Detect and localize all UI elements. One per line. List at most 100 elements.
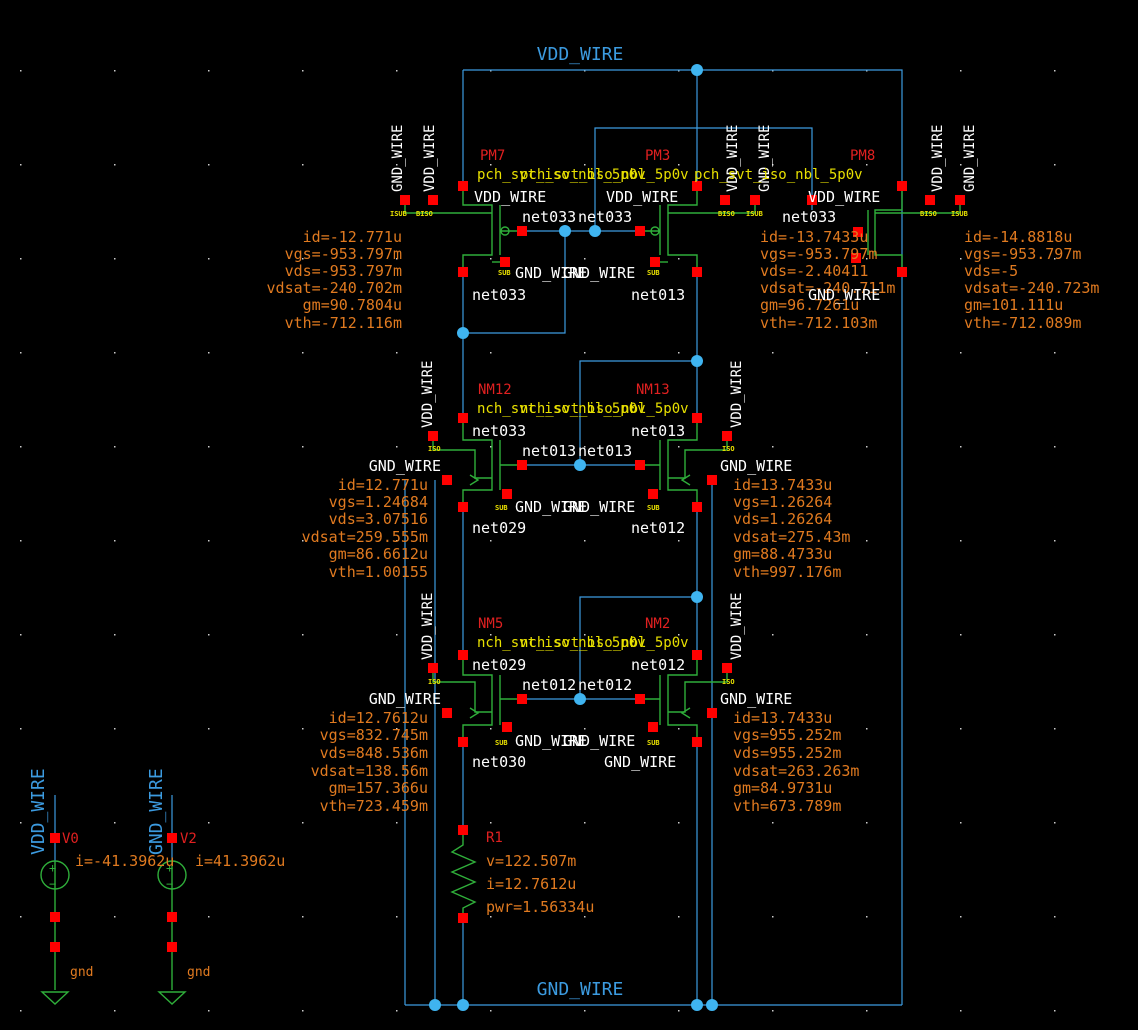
pm8-biso-tag: BISO [920, 210, 937, 218]
pin-square [955, 195, 965, 205]
pm8-op-values: id=-14.8818u vgs=-953.797m vds=-5 vdsat=… [964, 228, 1099, 332]
grid-dot [208, 70, 210, 72]
device-symbols: + − + − [40, 188, 961, 1005]
pin-square [458, 913, 468, 923]
r1-op-i: i=12.7612u [486, 875, 576, 893]
grid-dot [396, 1010, 398, 1012]
nm13-bulk-label: GND_WIRE [720, 457, 792, 475]
grid-dot [866, 916, 868, 918]
pm3-op-vth: vth=-712.103m [760, 314, 877, 332]
source-v2[interactable]: GND_WIRE V2 i=41.3962u gnd [146, 768, 285, 980]
pm3-op-id: id=-13.7433u [760, 228, 868, 246]
grid-dot [1054, 352, 1056, 354]
nm12-gate-net: net013 [522, 442, 576, 460]
grid-dot [866, 728, 868, 730]
nm13-op-gm: gm=88.4733u [733, 545, 832, 563]
pin-square [517, 694, 527, 704]
pin-square [692, 181, 702, 191]
grid-dot [960, 916, 962, 918]
pm8-sub-label: GND_WIRE [808, 286, 880, 304]
pm7-op-vgs: vgs=-953.797m [285, 245, 402, 263]
nm5-gate-net: net012 [522, 676, 576, 694]
grid-dot [490, 916, 492, 918]
grid-dot [302, 822, 304, 824]
grid-dot [678, 70, 680, 72]
pm8-op-vdsat: vdsat=-240.723m [964, 279, 1099, 297]
grid-dot [396, 258, 398, 260]
grid-dot [208, 728, 210, 730]
device-pm8[interactable]: VDD_WIRE GND_WIRE BISO ISUB PM8 pch_svt_… [694, 125, 1099, 332]
junction-dot [691, 355, 703, 367]
pin-square [807, 195, 817, 205]
nm13-source-net: net012 [631, 519, 685, 537]
nm13-op-vth: vth=997.176m [733, 563, 841, 581]
device-nm5[interactable]: VDD_WIRE ISO NM5 nch_svt_iso_nbl_5p0v ne… [311, 593, 646, 815]
nm2-op-vth: vth=673.789m [733, 797, 841, 815]
grid-dot [584, 258, 586, 260]
grid-dot [302, 916, 304, 918]
nm13-op-vgs: vgs=1.26264 [733, 493, 832, 511]
source-v0[interactable]: VDD_WIRE V0 i=-41.3962u gnd [28, 768, 174, 980]
grid-dot [20, 634, 22, 636]
r1-op-pwr: pwr=1.56334u [486, 898, 594, 916]
grid-dot [772, 916, 774, 918]
nm2-instance-name: NM2 [645, 616, 670, 632]
grid-dot [584, 728, 586, 730]
nm5-op-id: id=12.7612u [329, 709, 428, 727]
grid-dot [772, 164, 774, 166]
pm3-instance-name: PM3 [645, 148, 670, 164]
pin-square [458, 267, 468, 277]
pin-square [925, 195, 935, 205]
grid-dot [114, 446, 116, 448]
grid-dot [20, 70, 22, 72]
pin-square [167, 942, 177, 952]
pm3-isub-tag: ISUB [746, 210, 763, 218]
grid-dot [396, 822, 398, 824]
grid-dot [772, 352, 774, 354]
nm12-op-vds: vds=3.07516 [329, 510, 428, 528]
device-pm7[interactable]: GND_WIRE VDD_WIRE ISUB BISO PM7 pch_svt_… [267, 125, 646, 332]
grid-dot [1054, 916, 1056, 918]
grid-dot [396, 728, 398, 730]
pin-square [692, 267, 702, 277]
nm12-sub-tag: SUB [495, 504, 508, 512]
nm2-op-gm: gm=84.9731u [733, 779, 832, 797]
grid-dot [960, 352, 962, 354]
grid-dot [20, 822, 22, 824]
nm2-iso-tag: ISO [722, 678, 735, 686]
svg-text:+: + [49, 861, 56, 875]
grid-dot [960, 1010, 962, 1012]
pm8-op-gm: gm=101.111u [964, 296, 1063, 314]
device-r1[interactable]: R1 v=122.507m i=12.7612u pwr=1.56334u [486, 830, 594, 916]
grid-dot [114, 540, 116, 542]
grid-dot [208, 258, 210, 260]
pin-square [635, 460, 645, 470]
device-nm13[interactable]: VDD_WIRE ISO NM13 nch_svt_iso_nbl_5p0v n… [520, 361, 850, 581]
nm13-sub-label: GND_WIRE [563, 498, 635, 516]
pm7-tag-gnd: GND_WIRE [390, 125, 406, 192]
grid-dot [208, 352, 210, 354]
pm7-drain-label: VDD_WIRE [474, 188, 546, 206]
nm5-sub-label: GND_WIRE [515, 732, 587, 750]
pin-square [897, 267, 907, 277]
nm2-bulk-label: GND_WIRE [720, 690, 792, 708]
nm5-iso-tag: ISO [428, 678, 441, 686]
grid-dot [114, 258, 116, 260]
grid-dot [960, 728, 962, 730]
grid-dot [20, 540, 22, 542]
grid-dot [960, 164, 962, 166]
junction-dot [429, 999, 441, 1011]
pin-square [635, 226, 645, 236]
device-nm12[interactable]: VDD_WIRE ISO NM12 nch_svt_iso_nbl_5p0v n… [302, 361, 646, 581]
gnd-rail-label: GND_WIRE [537, 979, 624, 1000]
nm2-cell-name: nch_svt_iso_nbl_5p0v [520, 635, 689, 651]
device-nm2[interactable]: VDD_WIRE ISO NM2 nch_svt_iso_nbl_5p0v ne… [520, 593, 859, 815]
pin-square [400, 195, 410, 205]
grid-dot [584, 352, 586, 354]
nm2-drain-net: net012 [631, 656, 685, 674]
nm12-drain-net: net033 [472, 422, 526, 440]
pin-square [50, 942, 60, 952]
nm12-op-vgs: vgs=1.24684 [329, 493, 428, 511]
device-pm3[interactable]: VDD_WIRE GND_WIRE BISO ISUB PM3 pch_svt_… [520, 125, 895, 332]
